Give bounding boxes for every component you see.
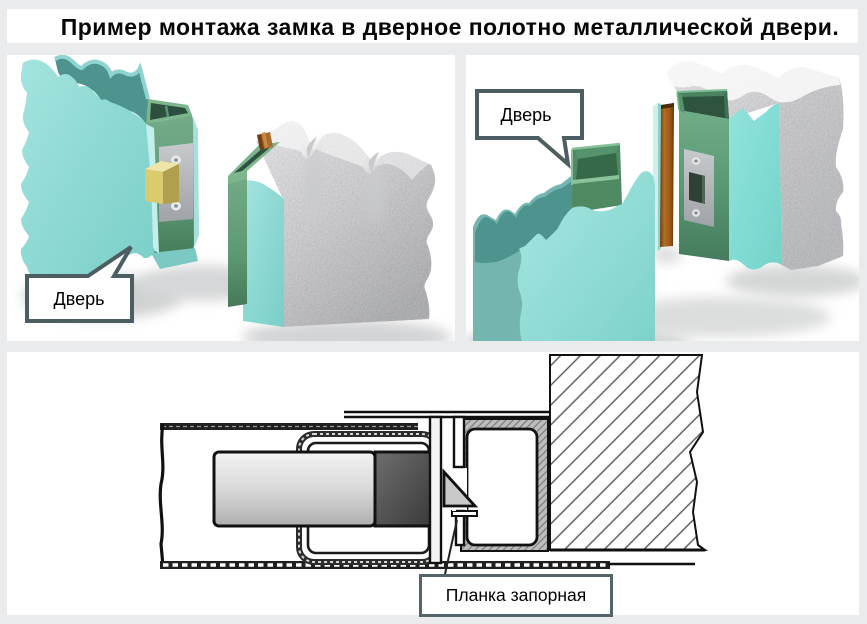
svg-text:Дверь: Дверь bbox=[501, 105, 552, 125]
svg-text:Дверь: Дверь bbox=[54, 289, 105, 309]
